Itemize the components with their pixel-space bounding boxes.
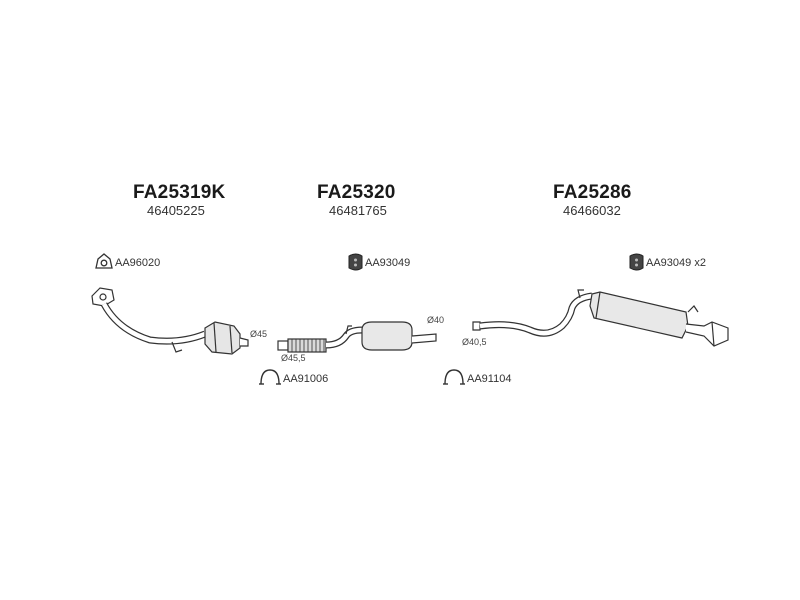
part-number-rear: FA25286	[553, 182, 632, 203]
oem-number-front: 46405225	[147, 203, 205, 218]
rubber-hanger-icon	[348, 253, 363, 271]
gasket-icon	[95, 253, 113, 269]
clamp-icon	[259, 369, 281, 385]
hanger-label-rear: AA93049 x2	[646, 257, 706, 269]
dimension-mid-outlet: Ø40	[427, 315, 445, 325]
oem-number-rear: 46466032	[563, 203, 621, 218]
rear-pipe-muffler	[472, 289, 729, 347]
clamp-icon	[443, 369, 465, 385]
dimension-rear-inlet: Ø40,5	[462, 337, 487, 347]
clamp-label-left: AA91006	[283, 373, 329, 385]
middle-pipe-resonator	[277, 321, 437, 353]
clamp-label-middle: AA91104	[467, 373, 512, 385]
front-pipe-catalyst	[91, 287, 249, 355]
part-number-front: FA25319K	[133, 182, 226, 203]
dimension-mid-inlet: Ø45,5	[281, 353, 306, 363]
gasket-label: AA96020	[115, 257, 161, 269]
dimension-cat-outlet: Ø45	[250, 329, 268, 339]
part-number-middle: FA25320	[317, 182, 396, 203]
rubber-hanger-icon	[629, 253, 644, 271]
oem-number-middle: 46481765	[329, 203, 387, 218]
hanger-label-middle: AA93049	[365, 257, 411, 269]
